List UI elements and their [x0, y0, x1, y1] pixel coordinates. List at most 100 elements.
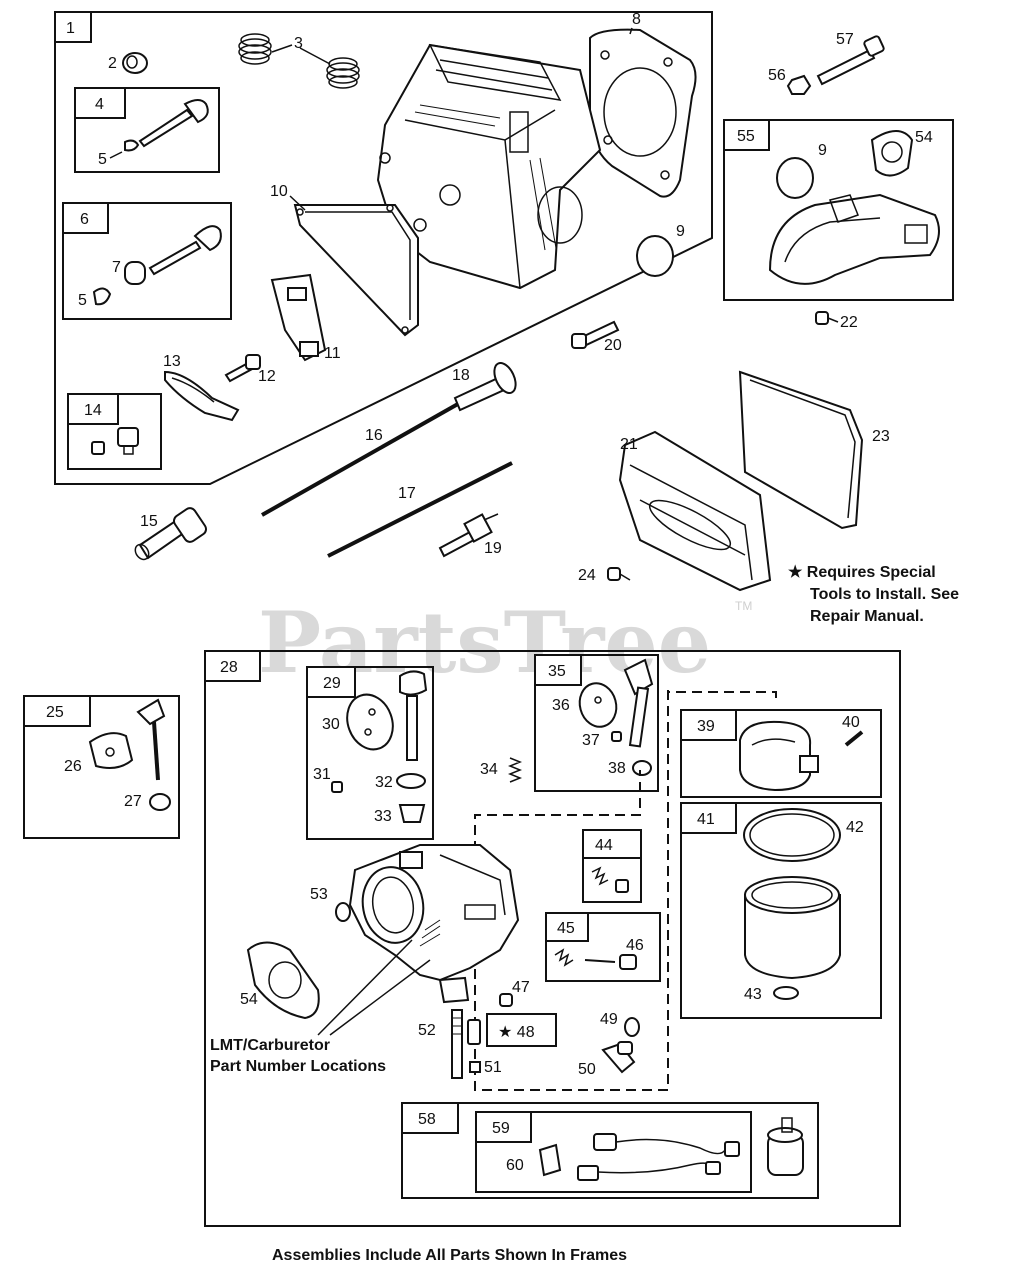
leader-8	[629, 27, 633, 35]
part-32-washer	[396, 773, 426, 789]
frame-6-outline	[62, 202, 232, 320]
part-40-pin	[844, 730, 864, 747]
part-20-bolt	[571, 320, 620, 349]
frame-29-label: 29	[323, 675, 341, 692]
part-11-breather-plate	[270, 273, 327, 362]
part-51-jet	[469, 1061, 481, 1073]
callout-42: 42	[846, 819, 864, 836]
frame-14-label: 14	[84, 402, 102, 419]
frame-28-tab	[204, 650, 261, 682]
callout-10: 10	[270, 183, 288, 200]
dashed-assembly-outline	[474, 690, 777, 1091]
part-4-exhaust-valve	[124, 99, 209, 152]
part-60-clip	[538, 1143, 562, 1177]
part-22-screw	[815, 311, 839, 325]
part-37-screw	[611, 731, 622, 742]
part-54-intake-gasket	[870, 130, 914, 177]
part-30-throttle-plate	[346, 693, 394, 751]
part-53-washer	[335, 902, 351, 922]
callout-22: 22	[840, 314, 858, 331]
part-25-governor-lever	[136, 698, 166, 781]
part-17-push-rod	[327, 461, 513, 558]
callout-52: 52	[418, 1022, 436, 1039]
fuel-solenoid	[767, 1117, 804, 1176]
callout-54a: 54	[915, 129, 933, 146]
callout-21: 21	[620, 436, 638, 453]
part-47-plug	[499, 993, 513, 1007]
part-15-tappet	[134, 507, 208, 561]
part-54-carburetor-gasket	[246, 941, 320, 1020]
part-26-governor-bracket	[88, 732, 134, 769]
leader-10	[289, 195, 306, 211]
frame-45-label: 45	[557, 920, 575, 937]
callout-3: 3	[294, 35, 303, 52]
callout-49: 49	[600, 1011, 618, 1028]
footer-note: Assemblies Include All Parts Shown In Fr…	[272, 1247, 627, 1264]
part-48-jet	[467, 1019, 481, 1045]
part-39-clamp	[739, 720, 819, 792]
callout-18: 18	[452, 367, 470, 384]
frame-6-label: 6	[80, 211, 89, 228]
frame-28-label: 28	[220, 659, 238, 676]
callout-8: 8	[632, 11, 641, 28]
callout-54b: 54	[240, 991, 258, 1008]
frame-45-tab	[545, 912, 589, 942]
callout-53: 53	[310, 886, 328, 903]
frame-28-outline	[204, 650, 901, 1227]
frame-44-label: 44	[595, 837, 613, 854]
callout-57: 57	[836, 31, 854, 48]
carburetor-body	[348, 844, 520, 1004]
part-10-rocker-cover-gasket	[293, 204, 419, 337]
frame-4-outline	[74, 87, 220, 173]
part-16-push-rod	[261, 394, 473, 517]
special-tools-note-line3: Repair Manual.	[810, 608, 924, 625]
callout-37: 37	[582, 732, 600, 749]
frame-6-tab	[62, 202, 109, 234]
frame-59-tab	[475, 1111, 532, 1143]
leader-lmt-2	[329, 959, 431, 1036]
callout-15: 15	[140, 513, 158, 530]
leader-3a	[271, 44, 293, 53]
part-9-o-ring-intake	[776, 157, 814, 199]
callout-26: 26	[64, 758, 82, 775]
frame-39-tab	[680, 709, 737, 741]
callout-19: 19	[484, 540, 502, 557]
part-49-washer	[624, 1017, 640, 1037]
lmt-note-line1: LMT/Carburetor	[210, 1037, 330, 1054]
frame-25-outline	[23, 695, 180, 839]
callout-56: 56	[768, 67, 786, 84]
part-55-intake-manifold	[768, 193, 940, 285]
frame-1-tab	[54, 11, 92, 43]
special-tools-note-line2: Tools to Install. See	[810, 586, 959, 603]
frame-14-tab	[67, 393, 119, 425]
leader-lmt-1	[317, 939, 413, 1036]
part-42-gasket-ring	[743, 808, 841, 862]
callout-30: 30	[322, 716, 340, 733]
frame-35-outline	[534, 654, 659, 792]
callout-43: 43	[744, 986, 762, 1003]
callout-47: 47	[512, 979, 530, 996]
part-38-clip	[632, 760, 652, 776]
frame-55-outline	[723, 119, 954, 301]
frame-58-outline	[401, 1102, 819, 1199]
part-8-head-gasket	[589, 28, 697, 198]
callout-11: 11	[324, 345, 341, 362]
frame-55-label: 55	[737, 128, 755, 145]
part-14-screw	[91, 427, 139, 455]
frame-41-tab	[680, 802, 737, 834]
part-9-o-ring	[636, 235, 674, 277]
callout-9b: 9	[818, 142, 827, 159]
part-36-choke-plate	[578, 682, 618, 728]
part-21-rocker-cover	[618, 430, 772, 592]
leader-3b	[299, 47, 331, 65]
frame-44-tab	[582, 829, 642, 859]
frame-4-tab	[74, 87, 126, 119]
callout-33: 33	[374, 808, 392, 825]
callout-16: 16	[365, 427, 383, 444]
frame-4-label: 4	[95, 96, 104, 113]
part-19-spark-plug	[438, 513, 499, 558]
callout-13: 13	[163, 353, 181, 370]
callout-2: 2	[108, 55, 117, 72]
callout-36: 36	[552, 697, 570, 714]
